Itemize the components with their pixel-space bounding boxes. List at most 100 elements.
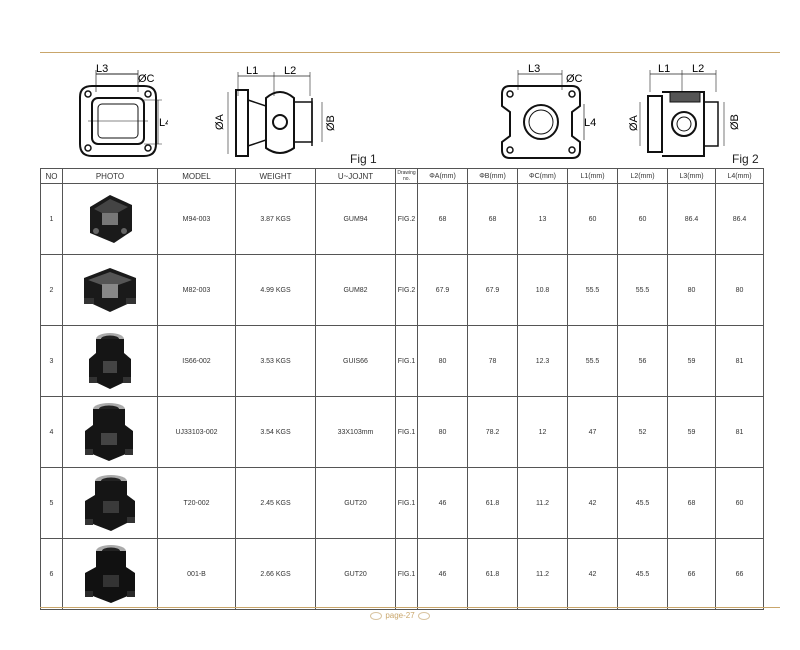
cell-drawing: FIG.1 [395, 396, 418, 468]
product-photo [62, 325, 158, 397]
cell-ujoint: GUM94 [315, 183, 396, 255]
fig1-b-label: ØB [325, 115, 337, 131]
cell-l3: 66 [667, 538, 716, 610]
cell-weight: 3.54 KGS [235, 396, 316, 468]
fig2-side-view-drawing: L1 L2 ØA ØB [628, 63, 741, 157]
spec-table: NO PHOTO MODEL WEIGHT U~JOJNT Drawing no… [40, 168, 764, 610]
fig2-l1-label: L1 [658, 63, 670, 75]
joint-yoke-image [85, 475, 135, 531]
header-photo: PHOTO [62, 168, 158, 184]
cell-weight: 2.45 KGS [235, 467, 316, 539]
cell-drawing: FIG.2 [395, 254, 418, 326]
cell-no: 3 [40, 325, 63, 397]
cell-ujoint: 33X103mm [315, 396, 396, 468]
cell-model: M94-003 [157, 183, 236, 255]
cell-l4: 81 [715, 396, 764, 468]
cell-weight: 4.99 KGS [235, 254, 316, 326]
cell-a: 46 [417, 467, 468, 539]
cell-no: 1 [40, 183, 63, 255]
header-no: NO [40, 168, 63, 184]
cell-l2: 45.5 [617, 467, 668, 539]
cell-model: UJ33103-002 [157, 396, 236, 468]
cell-model: M82-003 [157, 254, 236, 326]
fig1-l3-label: L3 [96, 63, 108, 75]
fig2-label: Fig 2 [732, 152, 759, 166]
cell-a: 80 [417, 396, 468, 468]
cell-l3: 59 [667, 396, 716, 468]
cell-l4: 80 [715, 254, 764, 326]
cell-ujoint: GUIS66 [315, 325, 396, 397]
cell-l2: 45.5 [617, 538, 668, 610]
cell-l1: 60 [567, 183, 618, 255]
joint-yoke-image [85, 545, 135, 603]
fig2-a-label: ØA [628, 114, 640, 131]
cell-model: IS66-002 [157, 325, 236, 397]
cell-c: 12.3 [517, 325, 568, 397]
fig2-l2-label: L2 [692, 63, 704, 75]
ornament-left [370, 611, 383, 620]
cell-no: 6 [40, 538, 63, 610]
cell-b: 67.9 [467, 254, 518, 326]
joint-yoke-image [84, 268, 136, 312]
table-row: 3 IS66-002 3.53 KGS GUIS66 FIG.1 80 78 1… [40, 325, 764, 397]
header-model: MODEL [157, 168, 236, 184]
header-l4: L4(mm) [715, 168, 764, 184]
cell-ujoint: GUM82 [315, 254, 396, 326]
table-row: 5 T20-002 2.45 KGS GUT20 FIG.1 46 61.8 1… [40, 467, 764, 539]
cell-c: 11.2 [517, 538, 568, 610]
ornament-right [417, 611, 430, 620]
joint-yoke-image [85, 403, 133, 461]
cell-drawing: FIG.2 [395, 183, 418, 255]
fig2-c-label: ØC [566, 73, 583, 85]
fig1-l1-label: L1 [246, 65, 258, 77]
table-header-row: NO PHOTO MODEL WEIGHT U~JOJNT Drawing no… [40, 168, 764, 184]
cell-model: T20-002 [157, 467, 236, 539]
technical-drawings: L3 ØC L4 L1 L2 ØA ØB Fig 1 L3 Ø [40, 58, 780, 168]
cell-l1: 55.5 [567, 254, 618, 326]
table-row: 6 001-B 2.66 KGS GUT20 FIG.1 46 61.8 11.… [40, 538, 764, 610]
cell-no: 5 [40, 467, 63, 539]
cell-l3: 59 [667, 325, 716, 397]
header-drawing: Drawing no. [395, 168, 418, 184]
cell-l3: 80 [667, 254, 716, 326]
cell-b: 68 [467, 183, 518, 255]
header-b: ΦB(mm) [467, 168, 518, 184]
cell-b: 78 [467, 325, 518, 397]
header-a: ΦA(mm) [417, 168, 468, 184]
header-l1: L1(mm) [567, 168, 618, 184]
cell-l1: 47 [567, 396, 618, 468]
cell-drawing: FIG.1 [395, 325, 418, 397]
top-rule [40, 52, 780, 53]
cell-ujoint: GUT20 [315, 538, 396, 610]
cell-a: 46 [417, 538, 468, 610]
joint-yoke-image [90, 195, 132, 243]
cell-l4: 86.4 [715, 183, 764, 255]
cell-l2: 55.5 [617, 254, 668, 326]
cell-drawing: FIG.1 [395, 538, 418, 610]
table-row: 4 UJ33103-002 3.54 KGS 33X103mm FIG.1 80… [40, 396, 764, 468]
fig1-label: Fig 1 [350, 152, 377, 166]
cell-a: 68 [417, 183, 468, 255]
cell-model: 001-B [157, 538, 236, 610]
cell-c: 12 [517, 396, 568, 468]
cell-c: 13 [517, 183, 568, 255]
cell-weight: 3.53 KGS [235, 325, 316, 397]
cell-l2: 56 [617, 325, 668, 397]
fig1-c-label: ØC [138, 73, 155, 85]
cell-b: 78.2 [467, 396, 518, 468]
header-l2: L2(mm) [617, 168, 668, 184]
product-photo [62, 538, 158, 610]
fig2-l3-label: L3 [528, 63, 540, 75]
product-photo [62, 183, 158, 255]
cell-l3: 68 [667, 467, 716, 539]
cell-l1: 55.5 [567, 325, 618, 397]
page-number: page-27 [0, 611, 800, 620]
joint-yoke-image [89, 333, 131, 389]
product-photo [62, 254, 158, 326]
fig2-b-label: ØB [729, 114, 741, 130]
cell-weight: 2.66 KGS [235, 538, 316, 610]
cell-l2: 52 [617, 396, 668, 468]
cell-no: 4 [40, 396, 63, 468]
fig1-front-view-drawing: L3 ØC L4 [79, 63, 168, 157]
cell-a: 80 [417, 325, 468, 397]
